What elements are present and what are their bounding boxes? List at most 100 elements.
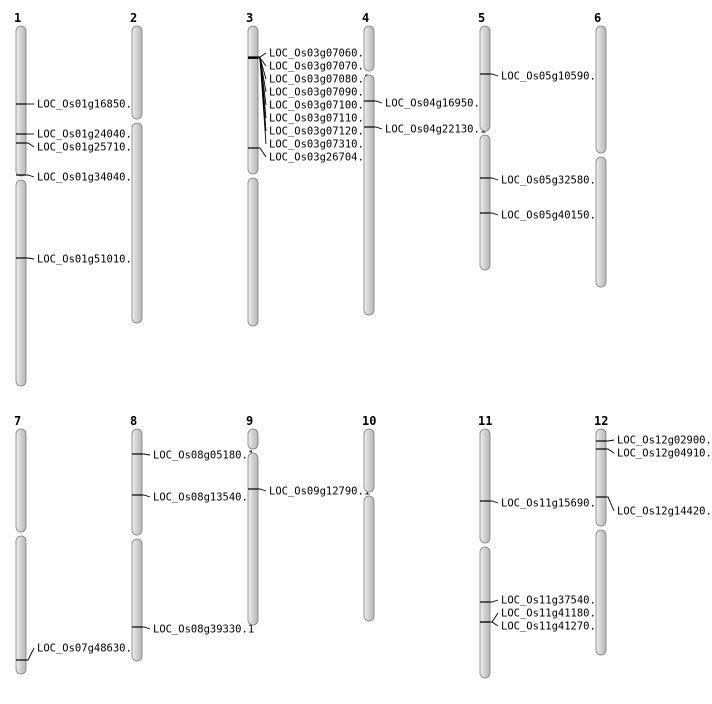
- chromosome-short-arm: [15, 25, 27, 177]
- chromosome-2: 2: [130, 11, 143, 324]
- chromosome-3: 3LOC_Os03g07060.1LOC_Os03g07070.1LOC_Os0…: [246, 11, 370, 327]
- gene-label: LOC_Os08g13540.1: [153, 492, 254, 504]
- chromosome-11: 11LOC_Os11g15690.1LOC_Os11g37540.1LOC_Os…: [478, 414, 602, 679]
- gene-connector: [606, 439, 615, 442]
- gene-label: LOC_Os04g22130.1: [385, 124, 486, 136]
- chromosome-short-arm: [15, 428, 27, 533]
- gene-label: LOC_Os04g16950.1: [385, 98, 486, 110]
- gene-label: LOC_Os03g07070.1: [269, 61, 370, 73]
- gene-label: LOC_Os11g41180.1: [501, 608, 602, 620]
- chromosome-long-arm: [131, 122, 143, 324]
- gene-connector: [490, 621, 499, 627]
- chromosome-label: 3: [246, 11, 253, 25]
- chromosome-label: 2: [130, 11, 137, 25]
- chromosome-label: 9: [246, 414, 253, 428]
- chromosome-short-arm: [479, 25, 491, 132]
- gene-connector: [374, 100, 383, 104]
- chromosome-short-arm: [131, 25, 143, 120]
- chromosome-short-arm: [595, 428, 607, 527]
- gene-connector: [142, 494, 151, 498]
- gene-connector: [142, 453, 151, 456]
- gene-label: LOC_Os03g07110.1: [269, 113, 370, 125]
- gene-connector: [374, 126, 383, 130]
- gene-connector: [490, 73, 499, 77]
- gene-label: LOC_Os11g37540.1: [501, 595, 602, 607]
- chromosome-label: 7: [14, 414, 21, 428]
- chromosome-short-arm: [247, 25, 259, 175]
- gene-connector: [26, 257, 35, 260]
- chromosome-long-arm: [15, 535, 27, 675]
- chromosome-short-arm: [131, 428, 143, 536]
- gene-label: LOC_Os11g15690.1: [501, 498, 602, 510]
- gene-label: LOC_Os03g07100.1: [269, 100, 370, 112]
- chromosome-short-arm: [363, 25, 375, 72]
- gene-label: LOC_Os01g16850.1: [37, 99, 138, 111]
- gene-connector: [26, 647, 35, 661]
- gene-label: LOC_Os12g14420.1: [617, 506, 712, 518]
- chromosome-short-arm: [595, 25, 607, 154]
- gene-label: LOC_Os08g39330.1: [153, 624, 254, 636]
- gene-connector: [258, 488, 267, 492]
- chromosome-label: 8: [130, 414, 137, 428]
- gene-connector: [142, 626, 151, 630]
- gene-label: LOC_Os01g24040.1: [37, 129, 138, 141]
- chromosome-long-arm: [595, 156, 607, 288]
- gene-label: LOC_Os05g32580.1: [501, 175, 602, 187]
- chromosome-label: 11: [478, 414, 492, 428]
- chromosome-long-arm: [247, 177, 259, 327]
- chromosome-5: 5LOC_Os05g10590.1LOC_Os05g32580.1LOC_Os0…: [478, 11, 602, 271]
- gene-label: LOC_Os07g48630.1: [37, 643, 138, 655]
- gene-connector: [26, 174, 35, 178]
- gene-label: LOC_Os03g07080.1: [269, 74, 370, 86]
- chromosome-short-arm: [479, 428, 491, 544]
- chromosome-long-arm: [15, 179, 27, 387]
- chromosome-6: 6: [594, 11, 607, 288]
- gene-label: LOC_Os12g02900.1: [617, 435, 712, 447]
- gene-label: LOC_Os11g41270.1: [501, 621, 602, 633]
- gene-connector: [258, 57, 267, 145]
- chromosome-short-arm: [247, 428, 259, 450]
- gene-label: LOC_Os05g40150.1: [501, 210, 602, 222]
- gene-connector: [490, 612, 499, 623]
- gene-connector: [490, 500, 499, 504]
- chromosome-10: 10: [362, 414, 376, 622]
- chromosome-1: 1LOC_Os01g16850.1LOC_Os01g24040.1LOC_Os0…: [14, 11, 138, 387]
- gene-label: LOC_Os01g51010.1: [37, 254, 138, 266]
- chromosome-long-arm: [363, 495, 375, 622]
- gene-label: LOC_Os09g12790.1: [269, 486, 370, 498]
- gene-label: LOC_Os12g04910.1: [617, 448, 712, 460]
- chromosome-long-arm: [595, 529, 607, 656]
- gene-label: LOC_Os01g25710.1: [37, 142, 138, 154]
- chromosome-long-arm: [363, 74, 375, 316]
- chromosome-long-arm: [247, 452, 259, 626]
- gene-label: LOC_Os03g07310.1: [269, 139, 370, 151]
- chromosome-label: 12: [594, 414, 608, 428]
- gene-label: LOC_Os03g07060.1: [269, 48, 370, 60]
- chromosome-label: 5: [478, 11, 485, 25]
- gene-connector: [606, 448, 615, 454]
- gene-connector: [26, 142, 35, 148]
- gene-label: LOC_Os01g34040.1: [37, 172, 138, 184]
- chromosome-label: 10: [362, 414, 376, 428]
- gene-label: LOC_Os03g26704.1: [269, 152, 370, 164]
- gene-label: LOC_Os05g10590.1: [501, 71, 602, 83]
- gene-connector: [490, 212, 499, 216]
- chromosome-long-arm: [479, 546, 491, 679]
- gene-label: LOC_Os03g07120.1: [269, 126, 370, 138]
- chromosome-label: 1: [14, 11, 21, 25]
- gene-connector: [258, 147, 267, 158]
- gene-connector: [606, 496, 615, 512]
- chromosome-label: 4: [362, 11, 369, 25]
- chromosome-short-arm: [363, 428, 375, 493]
- gene-label: LOC_Os03g07090.1: [269, 87, 370, 99]
- gene-label: LOC_Os08g05180.1: [153, 450, 254, 462]
- gene-connector: [490, 177, 499, 181]
- chromosome-12: 12LOC_Os12g02900.1LOC_Os12g04910.1LOC_Os…: [594, 414, 712, 656]
- chromosome-long-arm: [479, 134, 491, 271]
- chromosome-8: 8LOC_Os08g05180.1LOC_Os08g13540.1LOC_Os0…: [130, 414, 254, 662]
- chromosome-label: 6: [594, 11, 601, 25]
